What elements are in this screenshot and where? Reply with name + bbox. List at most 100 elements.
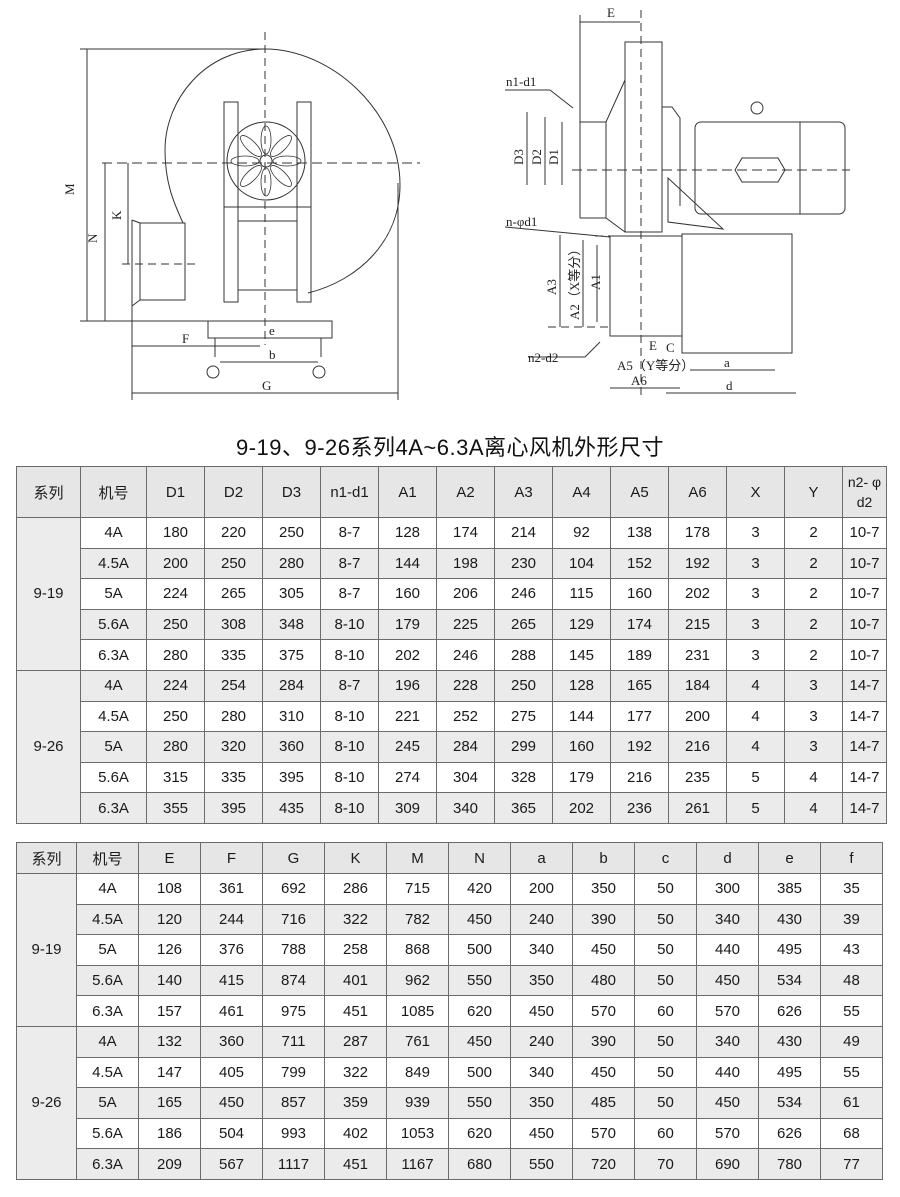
page-title: 9-19、9-26系列4A~6.3A离心风机外形尺寸 xyxy=(235,435,665,460)
value-cell: 355 xyxy=(146,792,205,824)
model-cell: 4.5A xyxy=(76,1056,139,1089)
value-cell: 8-7 xyxy=(320,517,379,549)
model-cell: 5A xyxy=(80,731,147,763)
value-cell: 50 xyxy=(634,873,697,905)
label-a: a xyxy=(724,355,730,370)
value-cell: 550 xyxy=(448,964,511,997)
header-cell: X xyxy=(726,466,785,518)
series-cell: 9-26 xyxy=(16,669,81,824)
value-cell: 692 xyxy=(262,873,325,905)
value-cell: 495 xyxy=(758,1056,821,1089)
value-cell: 202 xyxy=(668,578,727,610)
value-cell: 782 xyxy=(386,903,449,936)
header-cell: A6 xyxy=(668,466,727,518)
header-line-1: n2- φ xyxy=(847,474,882,490)
value-cell: 265 xyxy=(204,578,263,610)
label-A2: A2（X等分） xyxy=(567,243,582,320)
value-cell: 104 xyxy=(552,547,611,580)
value-cell: 376 xyxy=(200,934,263,966)
value-cell: 450 xyxy=(200,1087,263,1119)
model-cell: 4.5A xyxy=(76,903,139,936)
value-cell: 874 xyxy=(262,964,325,997)
value-cell: 495 xyxy=(758,934,821,966)
value-cell: 246 xyxy=(436,639,495,671)
value-cell: 231 xyxy=(668,639,727,671)
value-cell: 534 xyxy=(758,964,821,997)
value-cell: 157 xyxy=(138,995,201,1027)
value-cell: 308 xyxy=(204,608,263,641)
model-cell: 4A xyxy=(80,517,147,549)
value-cell: 2 xyxy=(784,547,843,580)
value-cell: 5 xyxy=(726,761,785,794)
value-cell: 240 xyxy=(510,1025,573,1058)
value-cell: 395 xyxy=(204,792,263,824)
value-cell: 799 xyxy=(262,1056,325,1089)
model-cell: 5.6A xyxy=(80,761,147,794)
value-cell: 4 xyxy=(784,761,843,794)
value-cell: 939 xyxy=(386,1087,449,1119)
value-cell: 440 xyxy=(696,1056,759,1089)
value-cell: 10-7 xyxy=(842,639,887,671)
value-cell: 8-10 xyxy=(320,639,379,671)
value-cell: 570 xyxy=(572,995,635,1027)
label-E-top: E xyxy=(607,5,615,20)
label-N: N xyxy=(85,233,100,243)
value-cell: 680 xyxy=(448,1148,511,1180)
value-cell: 8-7 xyxy=(320,547,379,580)
value-cell: 250 xyxy=(146,700,205,733)
value-cell: 310 xyxy=(262,700,321,733)
value-cell: 8-7 xyxy=(320,578,379,610)
value-cell: 202 xyxy=(378,639,437,671)
value-cell: 335 xyxy=(204,761,263,794)
value-cell: 39 xyxy=(820,903,883,936)
value-cell: 160 xyxy=(552,731,611,763)
value-cell: 8-10 xyxy=(320,700,379,733)
value-cell: 92 xyxy=(552,517,611,549)
value-cell: 390 xyxy=(572,903,635,936)
header-cell: 机号 xyxy=(80,466,147,518)
value-cell: 115 xyxy=(552,578,611,610)
value-cell: 200 xyxy=(510,873,573,905)
value-cell: 500 xyxy=(448,1056,511,1089)
value-cell: 450 xyxy=(572,934,635,966)
front-view-drawing xyxy=(80,32,420,400)
value-cell: 252 xyxy=(436,700,495,733)
value-cell: 50 xyxy=(634,934,697,966)
value-cell: 4 xyxy=(726,669,785,702)
fan-outline-drawings: M N K F e b G xyxy=(62,5,850,400)
value-cell: 140 xyxy=(138,964,201,997)
value-cell: 61 xyxy=(820,1087,883,1119)
model-cell: 4.5A xyxy=(80,700,147,733)
value-cell: 128 xyxy=(378,517,437,549)
value-cell: 451 xyxy=(324,995,387,1027)
value-cell: 274 xyxy=(378,761,437,794)
header-cell: c xyxy=(634,842,697,874)
value-cell: 716 xyxy=(262,903,325,936)
value-cell: 2 xyxy=(784,578,843,610)
value-cell: 48 xyxy=(820,964,883,997)
model-cell: 6.3A xyxy=(80,792,147,824)
value-cell: 3 xyxy=(784,731,843,763)
value-cell: 975 xyxy=(262,995,325,1027)
value-cell: 55 xyxy=(820,995,883,1027)
value-cell: 3 xyxy=(726,517,785,549)
value-cell: 250 xyxy=(494,669,553,702)
model-cell: 5A xyxy=(76,934,139,966)
value-cell: 224 xyxy=(146,578,205,610)
label-A6: A6 xyxy=(631,373,647,388)
value-cell: 215 xyxy=(668,608,727,641)
value-cell: 202 xyxy=(552,792,611,824)
value-cell: 60 xyxy=(634,1117,697,1150)
value-cell: 200 xyxy=(146,547,205,580)
value-cell: 275 xyxy=(494,700,553,733)
value-cell: 132 xyxy=(138,1025,201,1058)
value-cell: 567 xyxy=(200,1148,263,1180)
value-cell: 322 xyxy=(324,1056,387,1089)
